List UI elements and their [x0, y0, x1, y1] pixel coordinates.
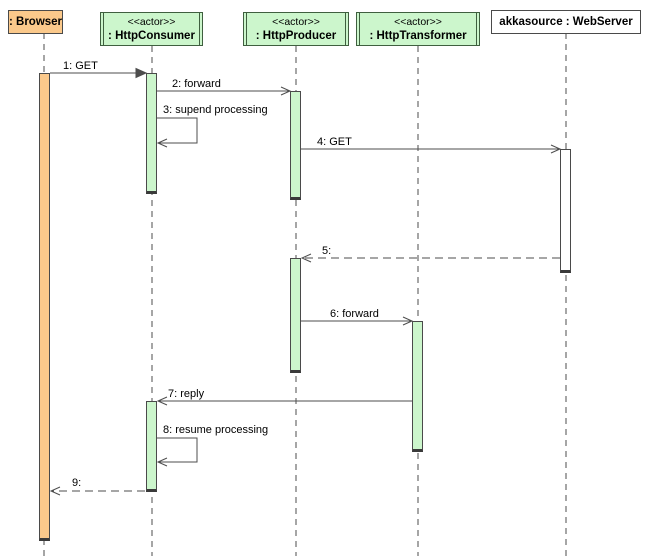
message-2-arrow: [157, 86, 292, 96]
message-7-label: 7: reply: [168, 388, 205, 400]
participant-name: akkasource : WebServer: [499, 16, 633, 28]
participant-head-web-server: akkasource : WebServer: [491, 10, 641, 34]
message-6-arrow: [301, 316, 414, 326]
message-3-self-arrow: [156, 117, 198, 148]
activation-http-consumer-1: [146, 73, 157, 194]
message-1-arrow: [50, 67, 148, 79]
message-9-arrow: [49, 486, 145, 496]
message-3-label: 3: supend processing: [163, 104, 268, 116]
participant-head-http-transformer: <<actor>> : HttpTransformer: [356, 12, 480, 46]
message-3-open-arrowhead: [156, 138, 168, 148]
activation-http-producer-1: [290, 91, 301, 200]
participant-name: : HttpProducer: [255, 29, 337, 42]
activation-http-consumer-2: [146, 401, 157, 492]
activation-browser: [39, 73, 50, 541]
message-5-arrow: [300, 253, 560, 263]
message-6-label: 6: forward: [330, 308, 379, 320]
activation-web-server: [560, 149, 571, 273]
message-6-open-arrowhead: [402, 316, 414, 326]
participant-head-browser: : Browser: [8, 10, 63, 34]
message-2-label: 2: forward: [172, 78, 221, 90]
message-1-filled-arrowhead: [135, 67, 148, 79]
participant-name: : HttpConsumer: [108, 29, 195, 42]
message-1-label: 1: GET: [63, 60, 98, 72]
activation-http-producer-2: [290, 258, 301, 373]
participant-name: : HttpTransformer: [369, 29, 467, 42]
message-9-label: 9:: [72, 477, 82, 489]
activation-http-transformer: [412, 321, 423, 452]
message-8-loop: [157, 437, 198, 463]
message-4-label: 4: GET: [317, 136, 352, 148]
participant-stereotype: <<actor>>: [127, 15, 176, 28]
message-7-arrow: [156, 396, 412, 406]
message-8-label: 8: resume processing: [163, 424, 269, 436]
message-7-open-arrowhead: [156, 396, 168, 406]
message-5-label: 5:: [322, 245, 332, 257]
message-8-open-arrowhead: [156, 457, 168, 467]
message-9-open-arrowhead: [49, 486, 61, 496]
message-4-open-arrowhead: [550, 144, 562, 154]
participant-name: : Browser: [8, 16, 63, 28]
message-8-self-arrow: [156, 437, 198, 467]
message-3-loop: [157, 117, 198, 144]
message-5-open-arrowhead: [300, 253, 312, 263]
participant-head-http-consumer: <<actor>> : HttpConsumer: [100, 12, 203, 46]
message-2-open-arrowhead: [280, 86, 292, 96]
message-4-arrow: [301, 144, 562, 154]
participant-head-http-producer: <<actor>> : HttpProducer: [243, 12, 349, 46]
participant-stereotype: <<actor>>: [394, 15, 442, 28]
participant-stereotype: <<actor>>: [272, 15, 320, 28]
